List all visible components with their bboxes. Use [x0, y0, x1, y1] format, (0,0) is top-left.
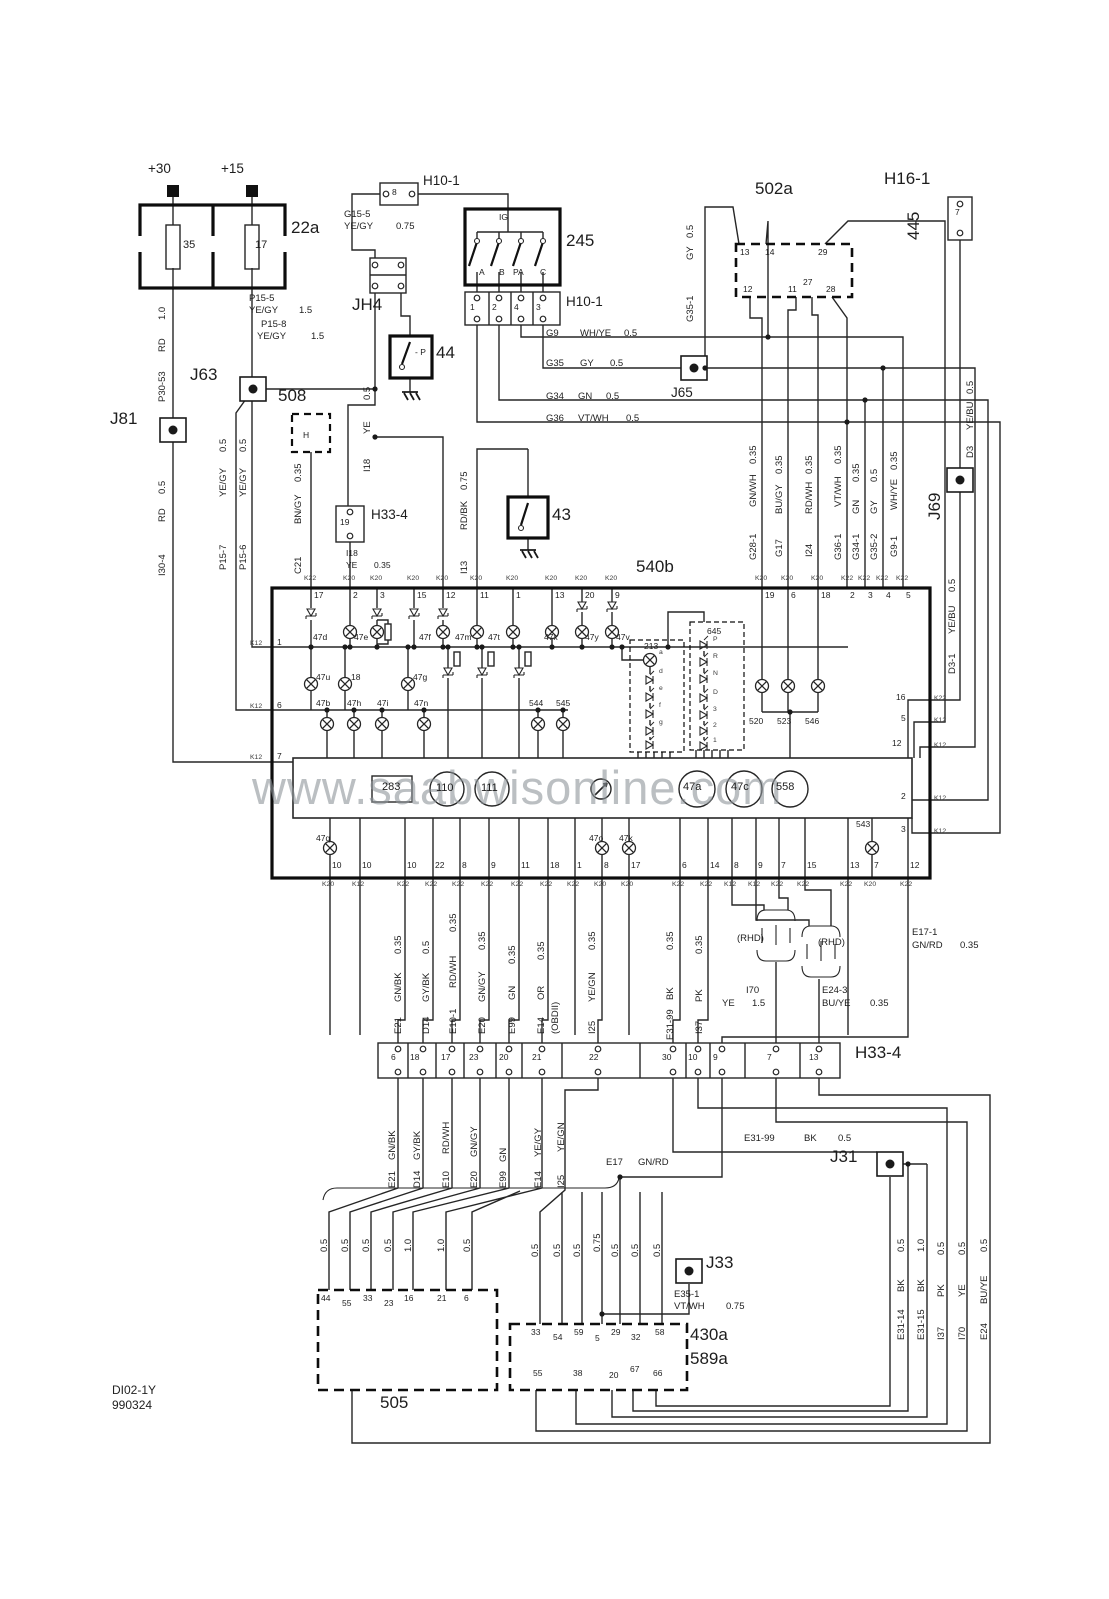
gauges	[429, 770, 809, 808]
doc-date: 990324	[112, 1398, 153, 1412]
switch-43	[506, 495, 550, 540]
diodes	[305, 601, 709, 751]
connector-h33-4-main	[377, 1042, 841, 1079]
resistor-icon	[524, 651, 532, 667]
power-terminals	[167, 185, 258, 197]
junction-dots	[308, 334, 911, 1317]
terminal-plus15-icon	[246, 185, 258, 197]
gauge-47a	[678, 770, 716, 808]
ground-icon	[401, 391, 421, 401]
connector-h33-4-19	[335, 505, 365, 543]
gauge-110	[429, 771, 465, 807]
junction-j33	[675, 1258, 703, 1284]
instrument-cluster-540b	[270, 586, 932, 880]
ignition-switch-245	[463, 207, 562, 287]
resistor-icon	[487, 651, 495, 667]
switch-glyphs	[400, 241, 545, 526]
ground-icon	[519, 549, 539, 559]
wire-network	[172, 193, 1001, 1444]
junction-j81	[159, 417, 187, 443]
unit-505	[316, 1288, 499, 1392]
gauge-47c	[725, 770, 763, 808]
unit-430a-589a	[508, 1322, 689, 1392]
terminal-plus30-icon	[167, 185, 179, 197]
fusebox-dash-gaps	[136, 236, 289, 252]
unit-508	[290, 412, 332, 454]
junction-j31	[876, 1151, 904, 1177]
junction-j69	[946, 467, 974, 493]
unit-213	[629, 639, 685, 753]
switch-44	[388, 334, 434, 380]
gauge-111	[474, 771, 510, 807]
gauge-needle-icon	[590, 778, 612, 800]
unit-645	[689, 621, 745, 751]
resistor-icon	[384, 623, 392, 641]
dashed-boxes	[290, 242, 854, 1392]
resistor-icon	[453, 651, 461, 667]
cluster-internal-bar	[292, 757, 913, 819]
fuse-17-icon	[244, 224, 260, 270]
module-283	[371, 775, 413, 803]
connector-445	[947, 196, 973, 241]
switch-pivots	[398, 237, 547, 532]
junctions	[159, 355, 974, 1284]
doc-id: DI02-1Y	[112, 1383, 157, 1397]
connector-h10-1-8	[379, 182, 419, 206]
unit-502a	[734, 242, 854, 299]
watermark: www.saabwisonline.com	[252, 761, 783, 814]
gauge-558	[771, 770, 809, 808]
connector-h10-1	[464, 291, 561, 326]
fuse-35-icon	[165, 224, 181, 270]
bulbs	[303, 624, 880, 856]
junction-j63	[239, 376, 267, 402]
harness-brace	[322, 909, 841, 1201]
connectors	[165, 182, 973, 1079]
